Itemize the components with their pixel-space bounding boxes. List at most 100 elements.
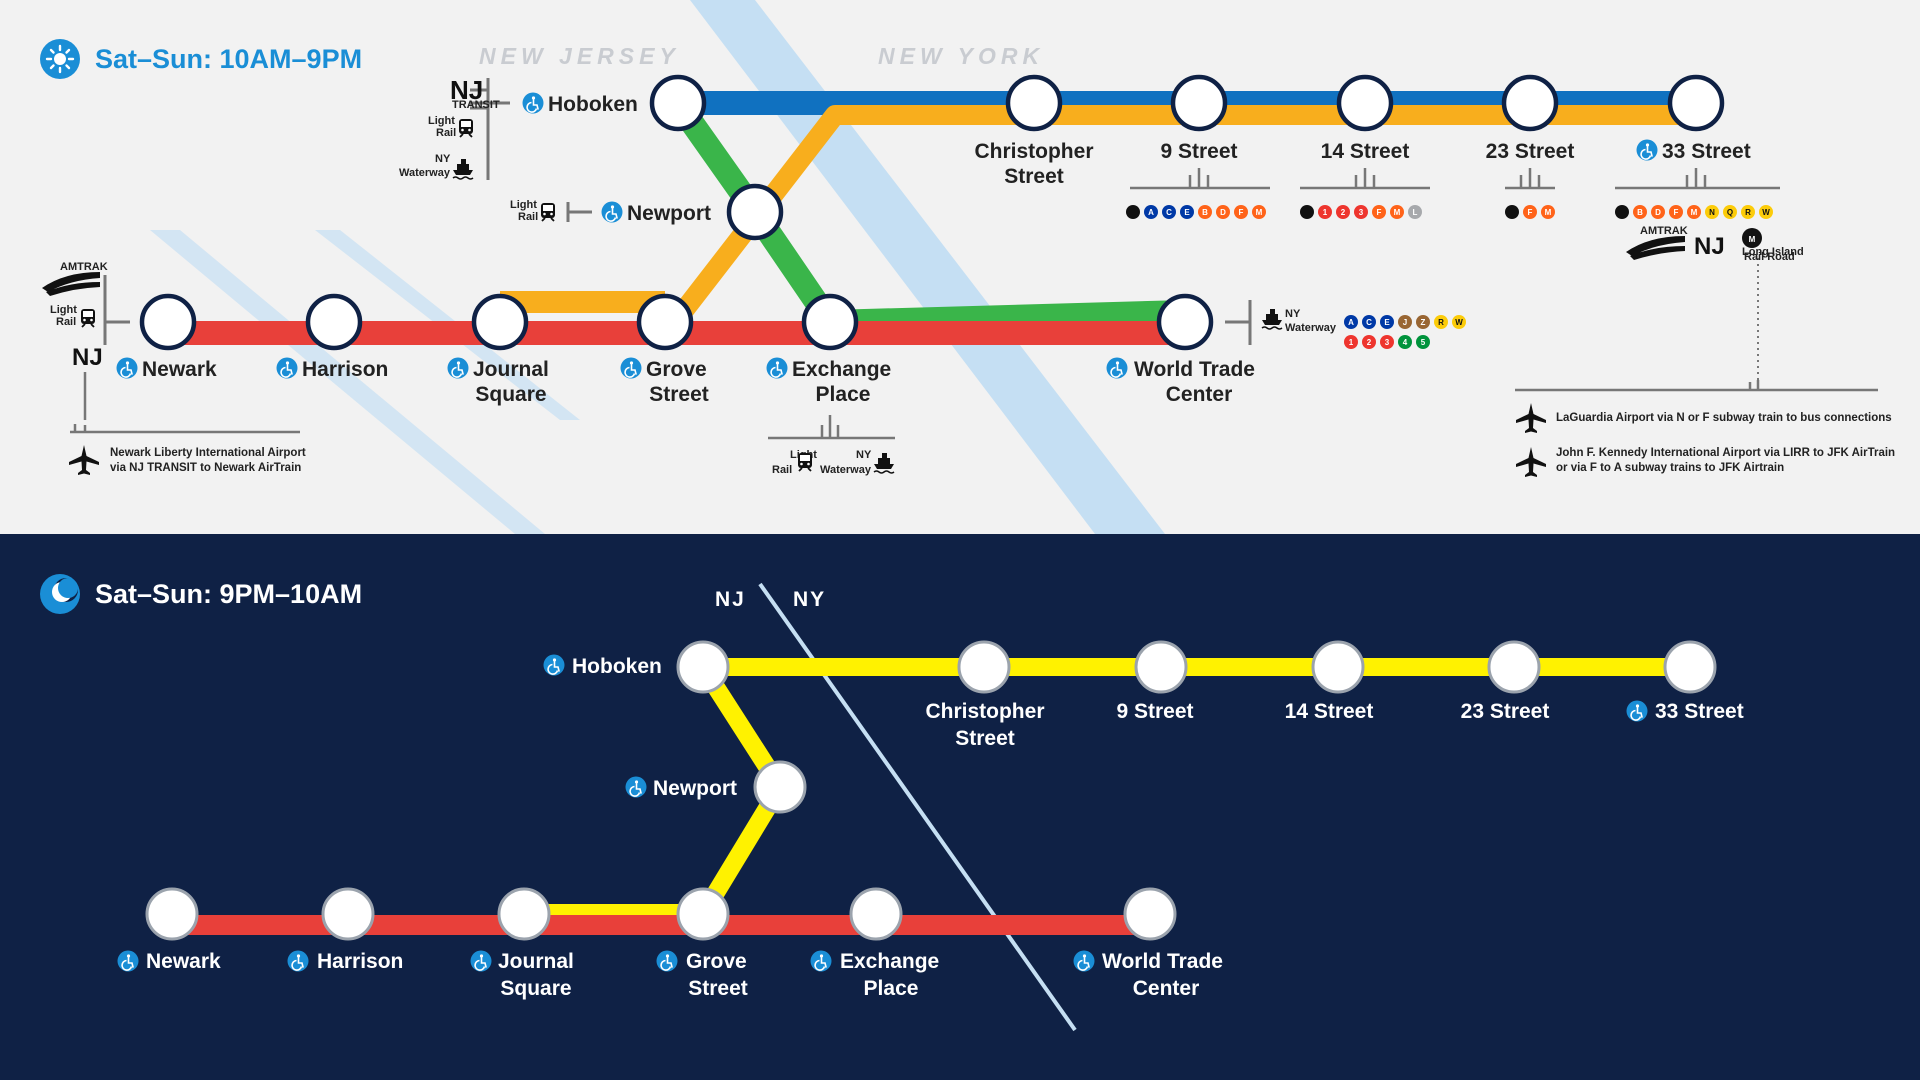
nj-transit-logo: NJ TRANSIT bbox=[450, 75, 500, 111]
subway-bullet-F bbox=[1372, 205, 1386, 219]
station-23-st[interactable] bbox=[1501, 74, 1559, 132]
accessible-icon bbox=[446, 356, 470, 380]
subway-bullet-label: W bbox=[1455, 318, 1463, 327]
newark-light-rail-1: Light bbox=[50, 304, 77, 316]
subway-bullet-label: R bbox=[1438, 318, 1444, 327]
mta-logo bbox=[1615, 205, 1629, 219]
night-label-wtc-1: World Trade bbox=[1102, 950, 1223, 973]
night-station-newport[interactable] bbox=[753, 760, 807, 814]
mta-logo bbox=[1300, 205, 1314, 219]
night-station-newark[interactable] bbox=[145, 887, 199, 941]
night-station-9-st[interactable] bbox=[1134, 640, 1188, 694]
night-station-journal-square[interactable] bbox=[497, 887, 551, 941]
subway-bullet-D bbox=[1216, 205, 1230, 219]
night-station-33-st[interactable] bbox=[1663, 640, 1717, 694]
station-world-trade-center[interactable] bbox=[1156, 293, 1214, 351]
subway-bullet-B bbox=[1198, 205, 1212, 219]
night-service-title: Sat–Sun: 9PM–10AM bbox=[95, 579, 362, 609]
label-exchange-1: Exchange bbox=[792, 358, 891, 381]
subway-bullet-label: Z bbox=[1421, 318, 1426, 327]
subway-bullet-3 bbox=[1380, 335, 1394, 349]
accessible-icon bbox=[275, 356, 299, 380]
station-christopher-st[interactable] bbox=[1005, 74, 1063, 132]
subway-bullet-label: 3 bbox=[1359, 208, 1364, 217]
night-label-14-st: 14 Street bbox=[1285, 700, 1374, 723]
accessible-icon bbox=[1625, 699, 1649, 723]
subway-bullet-label: 1 bbox=[1349, 338, 1354, 347]
svg-text:M: M bbox=[1749, 235, 1756, 244]
night-station-14-st[interactable] bbox=[1311, 640, 1365, 694]
subway-bullet-label: N bbox=[1709, 208, 1715, 217]
connection-brackets bbox=[70, 78, 1878, 440]
night-label-journal-2: Square bbox=[500, 977, 571, 1000]
night-station-christopher-st[interactable] bbox=[957, 640, 1011, 694]
station-harrison[interactable] bbox=[305, 293, 363, 351]
svg-text:TRANSIT: TRANSIT bbox=[452, 99, 500, 111]
subway-bullet-Q bbox=[1723, 205, 1737, 219]
mta-logo bbox=[1505, 205, 1519, 219]
subway-bullet-label: C bbox=[1366, 318, 1372, 327]
subway-bullet-label: C bbox=[1166, 208, 1172, 217]
subway-bullet-A bbox=[1344, 315, 1358, 329]
subway-bullet-label: 5 bbox=[1421, 338, 1426, 347]
night-label-journal-1: Journal bbox=[498, 950, 574, 973]
exchange-ny-2: Waterway bbox=[820, 464, 872, 476]
wtc-ny-1: NY bbox=[1285, 308, 1301, 320]
night-station-harrison[interactable] bbox=[321, 887, 375, 941]
accessible-icon bbox=[542, 653, 566, 677]
day-stations bbox=[139, 74, 1725, 351]
subway-bullet-label: Q bbox=[1727, 208, 1733, 217]
hoboken-ny-1: NY bbox=[435, 153, 451, 165]
night-label-harrison: Harrison bbox=[317, 950, 403, 973]
subway-bullet-label: F bbox=[1674, 208, 1679, 217]
station-newark[interactable] bbox=[139, 293, 197, 351]
newport-light-rail-2: Rail bbox=[518, 211, 538, 223]
station-hoboken[interactable] bbox=[649, 74, 707, 132]
subway-bullet-E bbox=[1380, 315, 1394, 329]
subway-bullet-label: M bbox=[1394, 208, 1401, 217]
station-14-st[interactable] bbox=[1336, 74, 1394, 132]
night-station-23-st[interactable] bbox=[1487, 640, 1541, 694]
station-newport[interactable] bbox=[726, 183, 784, 241]
line-jsq-33st bbox=[657, 105, 1696, 342]
subway-bullet-F bbox=[1669, 205, 1683, 219]
subway-bullet-4 bbox=[1398, 335, 1412, 349]
mta-logo bbox=[1126, 205, 1140, 219]
accessible-icon bbox=[619, 356, 643, 380]
station-journal-square[interactable] bbox=[471, 293, 529, 351]
subway-bullet-W bbox=[1759, 205, 1773, 219]
subway-bullet-B bbox=[1633, 205, 1647, 219]
night-station-world-trade-center[interactable] bbox=[1123, 887, 1177, 941]
subway-bullet-3 bbox=[1354, 205, 1368, 219]
station-9-st[interactable] bbox=[1170, 74, 1228, 132]
accessible-icon bbox=[1635, 138, 1659, 162]
label-newark: Newark bbox=[142, 358, 217, 381]
newport-light-rail-1: Light bbox=[510, 199, 537, 211]
accessible-icon bbox=[115, 356, 139, 380]
subway-bullet-N bbox=[1705, 205, 1719, 219]
svg-text:Long Island: Long Island bbox=[1742, 246, 1804, 258]
subway-bullet-label: D bbox=[1220, 208, 1226, 217]
subway-bullet-label: M bbox=[1256, 208, 1263, 217]
label-hoboken: Hoboken bbox=[548, 93, 638, 116]
night-station-hoboken[interactable] bbox=[676, 640, 730, 694]
label-wtc-1: World Trade bbox=[1134, 358, 1255, 381]
station-33-st[interactable] bbox=[1667, 74, 1725, 132]
label-grove-1: Grove bbox=[646, 358, 707, 381]
night-label-wtc-2: Center bbox=[1133, 977, 1200, 1000]
station-exchange-place[interactable] bbox=[801, 293, 859, 351]
subway-bullet-label: 1 bbox=[1323, 208, 1328, 217]
night-label-grove-1: Grove bbox=[686, 950, 747, 973]
night-station-grove-st[interactable] bbox=[676, 887, 730, 941]
amtrak-logo: AMTRAK bbox=[42, 261, 108, 296]
night-label-grove-2: Street bbox=[688, 977, 748, 1000]
subway-bullet-F bbox=[1523, 205, 1537, 219]
night-label-newark: Newark bbox=[146, 950, 221, 973]
accessible-icon bbox=[116, 949, 140, 973]
subway-bullet-label: 3 bbox=[1385, 338, 1390, 347]
night-station-exchange-place[interactable] bbox=[849, 887, 903, 941]
subway-bullet-R bbox=[1741, 205, 1755, 219]
station-grove-st[interactable] bbox=[636, 293, 694, 351]
